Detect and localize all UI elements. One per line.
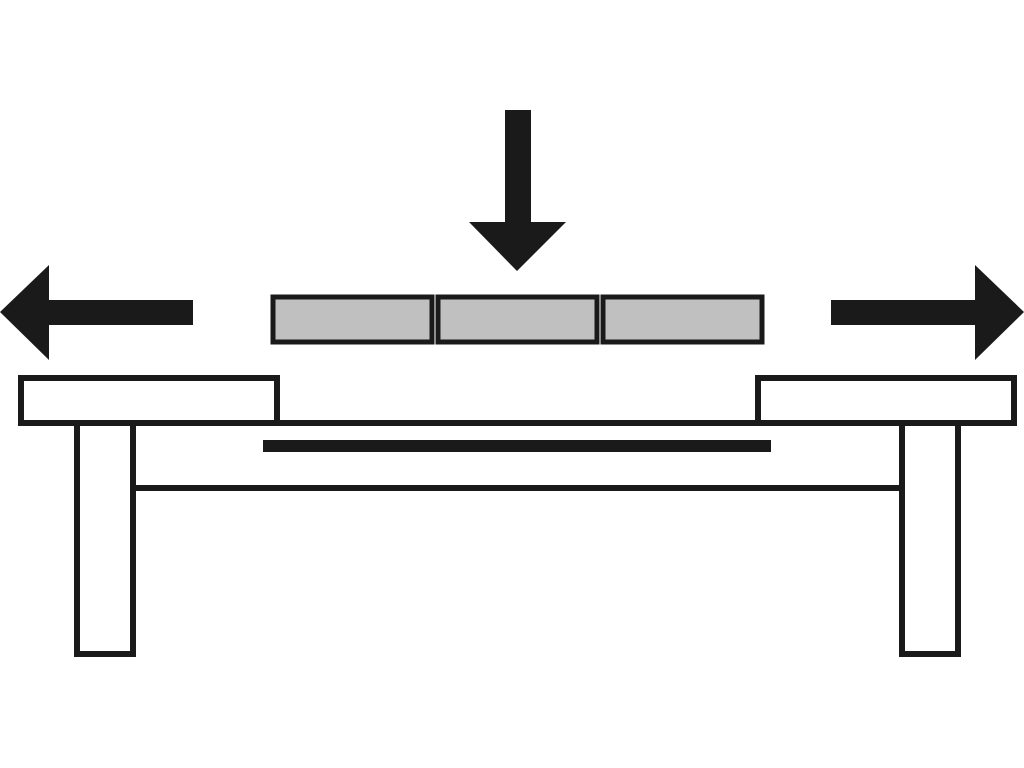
table-leg-left xyxy=(74,417,136,657)
arrow-down-icon xyxy=(469,110,566,271)
tabletop-right xyxy=(755,375,1017,426)
extension-leaf-3 xyxy=(600,294,765,345)
slide-rail xyxy=(263,440,771,452)
arrow-right-icon xyxy=(831,265,1024,360)
table-apron xyxy=(130,420,905,491)
table xyxy=(18,375,1017,657)
extension-leaves xyxy=(270,294,765,345)
extension-leaf-1 xyxy=(270,294,435,345)
arrow-left-icon xyxy=(0,265,193,360)
table-leg-right xyxy=(899,417,961,657)
tabletop-left xyxy=(18,375,280,426)
extension-leaf-2 xyxy=(435,294,600,345)
